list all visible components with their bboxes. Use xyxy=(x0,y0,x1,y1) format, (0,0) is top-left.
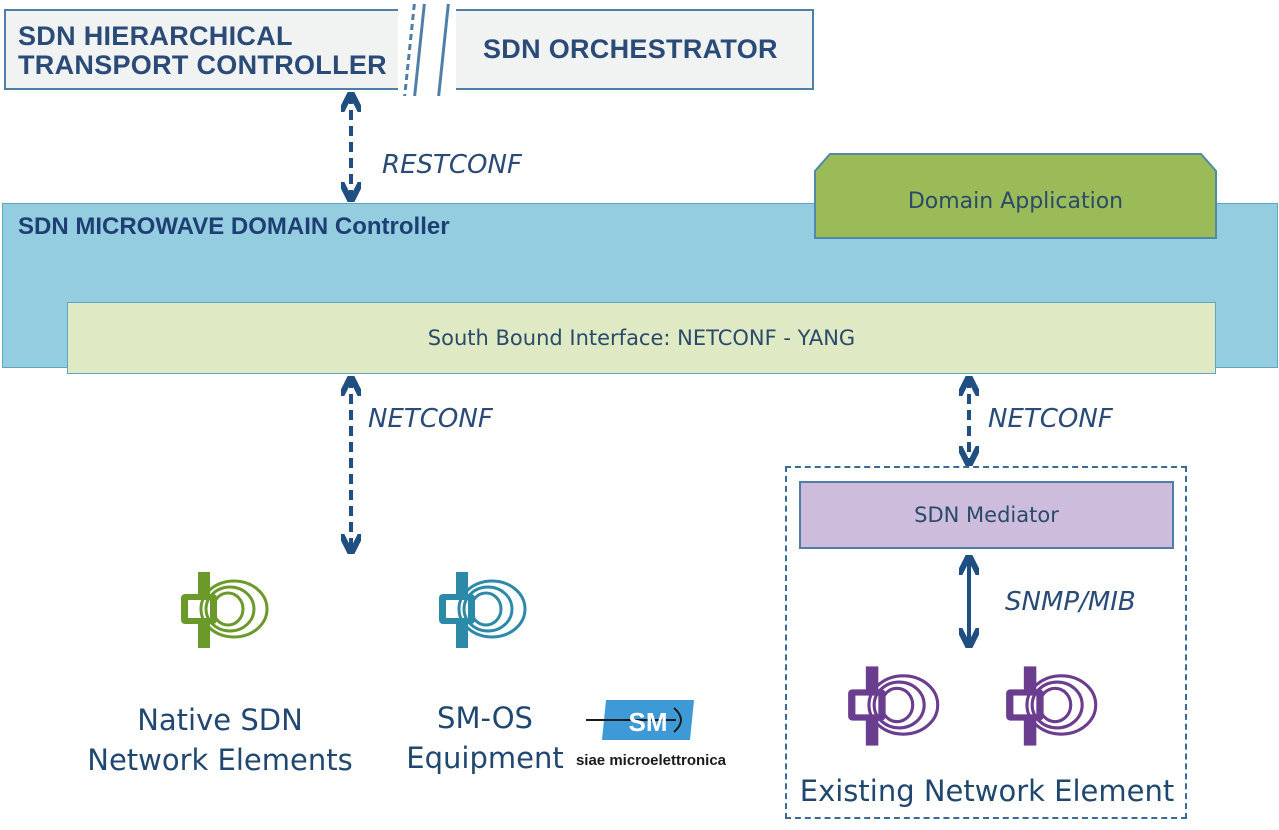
domain-application: Domain Application xyxy=(814,153,1217,239)
restconf-label: RESTCONF xyxy=(382,150,522,180)
smos-label-line1: SM-OS xyxy=(437,701,533,735)
hierarchical-title-line2: TRANSPORT CONTROLLER xyxy=(18,50,387,80)
south-bound-interface: South Bound Interface: NETCONF - YANG xyxy=(67,302,1216,374)
native-ne-icon xyxy=(181,572,269,648)
sdn-mediator: SDN Mediator xyxy=(799,481,1174,549)
existing-ne-label: Existing Network Element xyxy=(799,774,1175,808)
controller-title: SDN MICROWAVE DOMAIN Controller xyxy=(18,213,450,240)
existing-ne-icon-1 xyxy=(848,666,940,746)
smos-equipment-label: SM-OS Equipment xyxy=(395,698,575,778)
mediator-group xyxy=(785,466,1187,819)
native-label-line2: Network Elements xyxy=(87,743,353,777)
native-sdn-label: Native SDN Network Elements xyxy=(70,700,370,780)
orchestrator-title: SDN ORCHESTRATOR xyxy=(483,34,778,64)
snmp-mib-label: SNMP/MIB xyxy=(1005,587,1136,617)
hierarchical-title-line1: SDN HIERARCHICAL xyxy=(18,21,293,51)
sdn-mediator-label: SDN Mediator xyxy=(914,503,1059,527)
native-label-line1: Native SDN xyxy=(137,703,303,737)
sbi-label: South Bound Interface: NETCONF - YANG xyxy=(427,326,856,350)
smos-equipment-icon xyxy=(439,572,527,648)
domain-application-label: Domain Application xyxy=(907,188,1124,214)
smos-label-line2: Equipment xyxy=(406,741,564,775)
netconf-left-label: NETCONF xyxy=(368,404,493,434)
siae-logo-text: SM xyxy=(629,707,668,737)
existing-ne-icon-2 xyxy=(1006,666,1098,746)
netconf-right-label: NETCONF xyxy=(988,404,1113,434)
siae-logo-mark: SM xyxy=(586,700,694,740)
hierarchical-controller-title: SDN HIERARCHICAL TRANSPORT CONTROLLER xyxy=(18,22,387,80)
siae-company-name: siae microelettronica xyxy=(575,752,727,769)
box-break xyxy=(398,4,456,96)
siae-logo: SM siae microelettronica xyxy=(566,694,736,774)
